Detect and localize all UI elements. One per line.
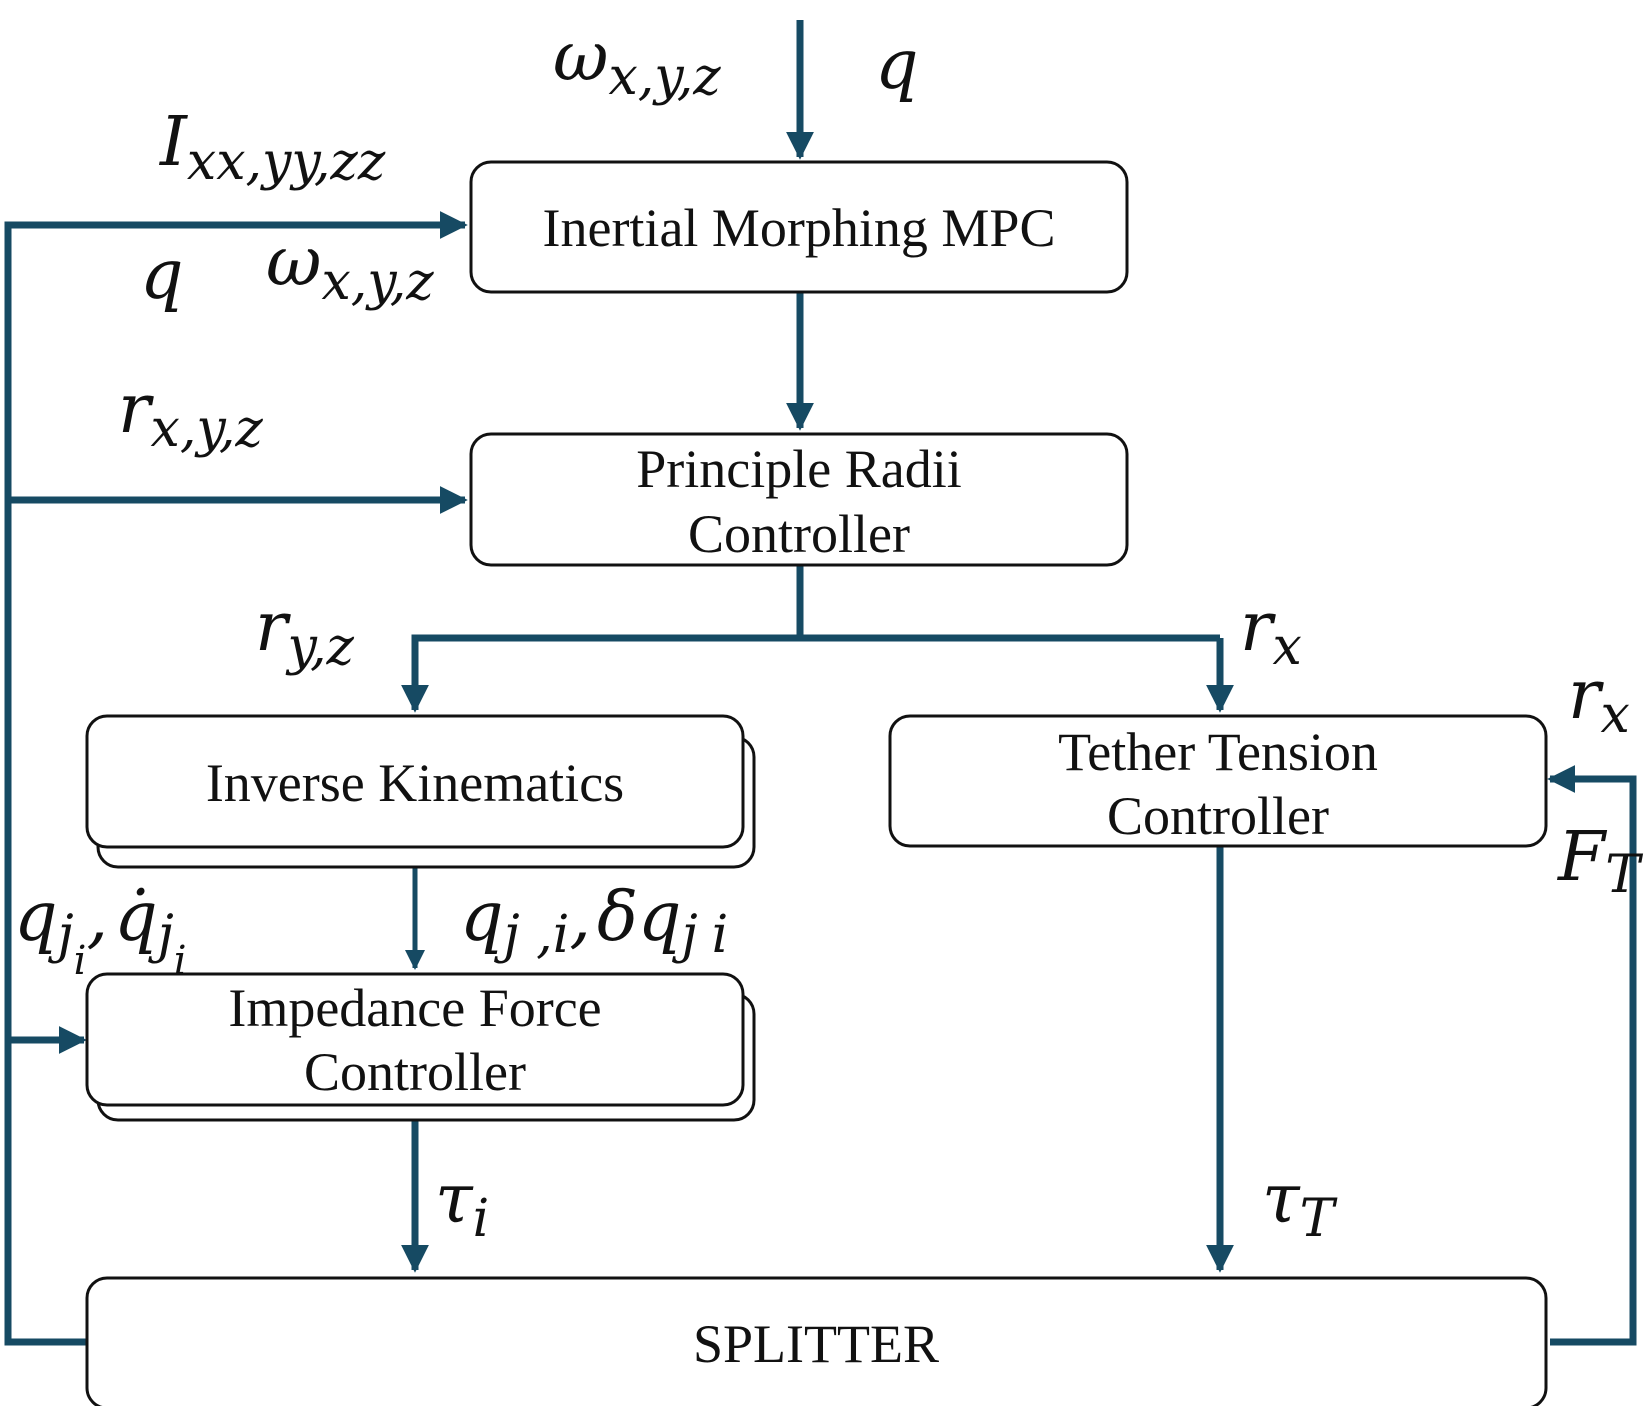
block-impedance-box bbox=[85, 972, 745, 1107]
omega-subscript: x,y,z bbox=[608, 47, 721, 107]
block-tether-tension: Tether Tension Controller bbox=[888, 714, 1548, 848]
label-tau-t: τT bbox=[1262, 1160, 1338, 1249]
label-inertia: Ixx,yy,zz bbox=[158, 103, 386, 192]
force-subscript: T bbox=[1605, 845, 1643, 905]
omega-left-subscript: x,y,z bbox=[321, 252, 434, 312]
r-xyz-subscript: x,y,z bbox=[151, 399, 264, 459]
block-radii-label-line2: Controller bbox=[688, 504, 910, 564]
inertia-symbol: I bbox=[158, 103, 188, 182]
r-x-split-symbol: r bbox=[1240, 588, 1276, 667]
r-xyz-symbol: r bbox=[118, 370, 154, 449]
qj2-comma: , bbox=[569, 878, 591, 957]
tau-t-symbol: τ bbox=[1262, 1160, 1301, 1239]
block-radii-label-line1: Principle Radii bbox=[636, 439, 961, 499]
label-force-tether: FT bbox=[1556, 818, 1643, 905]
force-symbol: F bbox=[1556, 818, 1608, 897]
qj-subsubscript: i bbox=[74, 938, 87, 984]
feedback-bus bbox=[4, 211, 468, 1346]
qj-symbol: q bbox=[14, 878, 58, 957]
r-yz-subscript: y,z bbox=[286, 617, 355, 677]
label-joint-states-left: qji,q̇ji bbox=[14, 878, 187, 984]
block-splitter-box bbox=[85, 1276, 1548, 1406]
connections bbox=[4, 20, 1637, 1346]
label-tau-i: τi bbox=[435, 1160, 489, 1249]
label-r-x-split: rx bbox=[1240, 588, 1302, 677]
tau-i-subscript: i bbox=[473, 1189, 490, 1249]
block-splitter: SPLITTER bbox=[85, 1276, 1548, 1406]
tau-i-symbol: τ bbox=[435, 1160, 474, 1239]
r-x-feedback-symbol: r bbox=[1568, 656, 1604, 735]
label-omega-top: ωx,y,z bbox=[553, 18, 721, 107]
label-q-top: q bbox=[875, 26, 919, 105]
block-principle-radii: Principle Radii Controller bbox=[469, 432, 1129, 567]
inertia-subscript: xx,yy,zz bbox=[187, 132, 386, 192]
block-impedance-force: Impedance Force Controller bbox=[85, 972, 756, 1122]
block-tether-label-line2: Controller bbox=[1107, 786, 1329, 846]
r-yz-symbol: r bbox=[255, 588, 291, 667]
block-mpc-label: Inertial Morphing MPC bbox=[543, 198, 1056, 258]
omega-left-symbol: ω bbox=[266, 223, 321, 302]
qj2-symbol: q bbox=[460, 878, 504, 957]
block-tether-label-line1: Tether Tension bbox=[1058, 722, 1378, 782]
block-mpc: Inertial Morphing MPC bbox=[469, 160, 1129, 294]
block-inverse-kinematics: Inverse Kinematics bbox=[85, 714, 756, 869]
tau-t-subscript: T bbox=[1300, 1189, 1338, 1249]
arrow-radii-to-ik bbox=[401, 634, 1220, 713]
block-ik-label: Inverse Kinematics bbox=[206, 753, 624, 813]
label-q-left: q bbox=[140, 236, 184, 315]
label-r-yz: ry,z bbox=[255, 588, 355, 677]
dq-subsubscript: i bbox=[712, 905, 729, 965]
block-mpc-box bbox=[469, 160, 1129, 294]
block-ik-box bbox=[85, 714, 745, 849]
block-tether-box bbox=[888, 714, 1548, 848]
label-omega-left: ωx,y,z bbox=[266, 223, 434, 312]
block-splitter-label: SPLITTER bbox=[693, 1314, 939, 1374]
block-radii-box bbox=[469, 432, 1129, 567]
qj2-subscript: j ,i bbox=[494, 905, 570, 965]
dq-symbol: δq bbox=[597, 878, 681, 957]
r-x-split-subscript: x bbox=[1273, 617, 1302, 677]
qdot-subsubscript: i bbox=[174, 938, 187, 984]
qj-comma: , bbox=[86, 878, 108, 957]
block-impedance-label-line1: Impedance Force bbox=[228, 978, 601, 1038]
label-r-xyz: rx,y,z bbox=[118, 370, 263, 459]
qdot-symbol: q̇ bbox=[114, 878, 158, 957]
block-impedance-label-line2: Controller bbox=[304, 1042, 526, 1102]
label-r-x-feedback: rx bbox=[1568, 656, 1630, 745]
omega-symbol: ω bbox=[553, 18, 608, 97]
arrow-splitter-to-tether bbox=[1547, 765, 1637, 1346]
r-x-feedback-subscript: x bbox=[1601, 685, 1630, 745]
